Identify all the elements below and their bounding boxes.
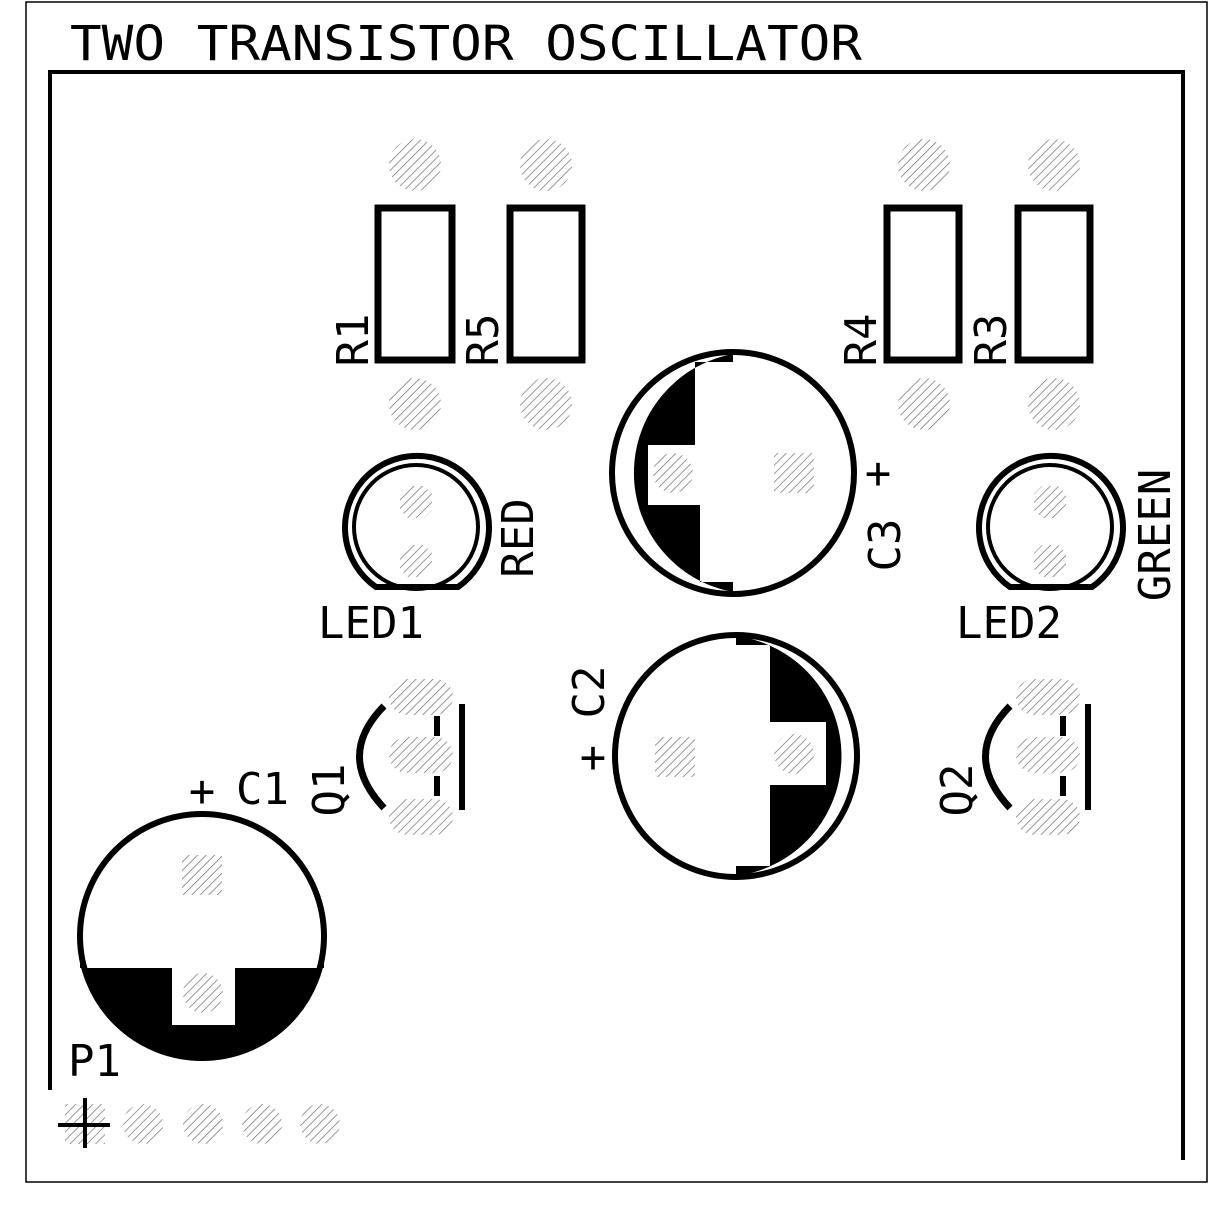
label-c3-polarity: + bbox=[865, 448, 892, 499]
label-c2: C2 bbox=[564, 666, 615, 719]
pad bbox=[520, 378, 572, 430]
led-inner-ring bbox=[352, 463, 480, 591]
pad bbox=[774, 734, 814, 774]
pad bbox=[653, 453, 693, 493]
capacitor-c2: + C2 bbox=[564, 632, 860, 880]
pad bbox=[242, 1104, 282, 1144]
pad bbox=[1034, 486, 1066, 518]
resistor-body bbox=[506, 204, 586, 364]
pad bbox=[400, 545, 432, 577]
capacitor-outline bbox=[609, 349, 857, 597]
transistor-q1: Q1 bbox=[304, 679, 465, 835]
resistor-body bbox=[883, 204, 963, 364]
pad bbox=[520, 139, 572, 191]
pad bbox=[1016, 737, 1080, 773]
pad bbox=[389, 139, 441, 191]
pad bbox=[300, 1104, 340, 1144]
pad bbox=[183, 1104, 223, 1144]
pad bbox=[1016, 799, 1080, 835]
capacitor-polarity-fill bbox=[80, 936, 324, 1058]
capacitor-c3: + C3 bbox=[609, 349, 911, 597]
resistor-r5: R5 bbox=[458, 139, 586, 430]
capacitor-outline bbox=[77, 811, 327, 1061]
label-led1: LED1 bbox=[318, 598, 424, 649]
label-q2: Q2 bbox=[932, 764, 983, 817]
label-r1: R1 bbox=[328, 314, 379, 367]
label-red: RED bbox=[493, 498, 544, 577]
resistor-body bbox=[1014, 204, 1094, 364]
led-outline bbox=[976, 452, 1126, 590]
pad bbox=[655, 737, 695, 777]
transistor-q2: Q2 bbox=[932, 679, 1091, 835]
label-p1: P1 bbox=[68, 1036, 121, 1087]
pad bbox=[123, 1104, 163, 1144]
pad bbox=[389, 737, 453, 773]
label-r3: R3 bbox=[966, 314, 1017, 367]
label-c1: C1 bbox=[236, 764, 289, 815]
capacitor-outline bbox=[612, 632, 860, 880]
resistor-r4: R4 bbox=[836, 139, 963, 430]
led-inner-ring bbox=[986, 463, 1114, 591]
pad bbox=[1028, 378, 1080, 430]
pad bbox=[898, 378, 950, 430]
pad bbox=[389, 679, 453, 715]
capacitor-polarity-fill bbox=[736, 636, 842, 876]
resistor-r3: R3 bbox=[966, 139, 1094, 430]
board-outer-frame bbox=[25, 1, 1208, 1183]
pad bbox=[389, 799, 453, 835]
pad bbox=[1028, 139, 1080, 191]
board-inner-outline bbox=[48, 70, 1185, 1160]
led-led1: LED1 RED bbox=[318, 452, 544, 649]
transistor-outline-arc bbox=[982, 703, 1013, 811]
led-led2: LED2 GREEN bbox=[956, 452, 1181, 649]
label-c1-polarity: + bbox=[189, 766, 216, 817]
label-c2-polarity: + bbox=[580, 732, 607, 783]
pad bbox=[183, 973, 223, 1013]
pad bbox=[182, 855, 222, 895]
resistor-body bbox=[374, 204, 456, 364]
led-outline bbox=[342, 452, 492, 590]
header-p1: P1 bbox=[58, 1036, 340, 1148]
pad bbox=[1034, 545, 1066, 577]
label-green: GREEN bbox=[1130, 469, 1181, 601]
pad bbox=[400, 486, 432, 518]
pad bbox=[1016, 679, 1080, 715]
pad bbox=[898, 139, 950, 191]
pad bbox=[774, 453, 814, 493]
pad bbox=[389, 378, 441, 430]
label-r4: R4 bbox=[836, 314, 887, 367]
label-r5: R5 bbox=[458, 314, 509, 367]
resistor-r1: R1 bbox=[328, 139, 456, 430]
transistor-outline-arc bbox=[356, 703, 387, 811]
label-led2: LED2 bbox=[956, 598, 1062, 649]
board-title: TWO TRANSISTOR OSCILLATOR bbox=[70, 16, 862, 72]
capacitor-c1: + C1 bbox=[77, 764, 327, 1061]
label-c3: C3 bbox=[860, 519, 911, 572]
label-q1: Q1 bbox=[304, 764, 355, 817]
capacitor-polarity-fill bbox=[633, 354, 733, 592]
